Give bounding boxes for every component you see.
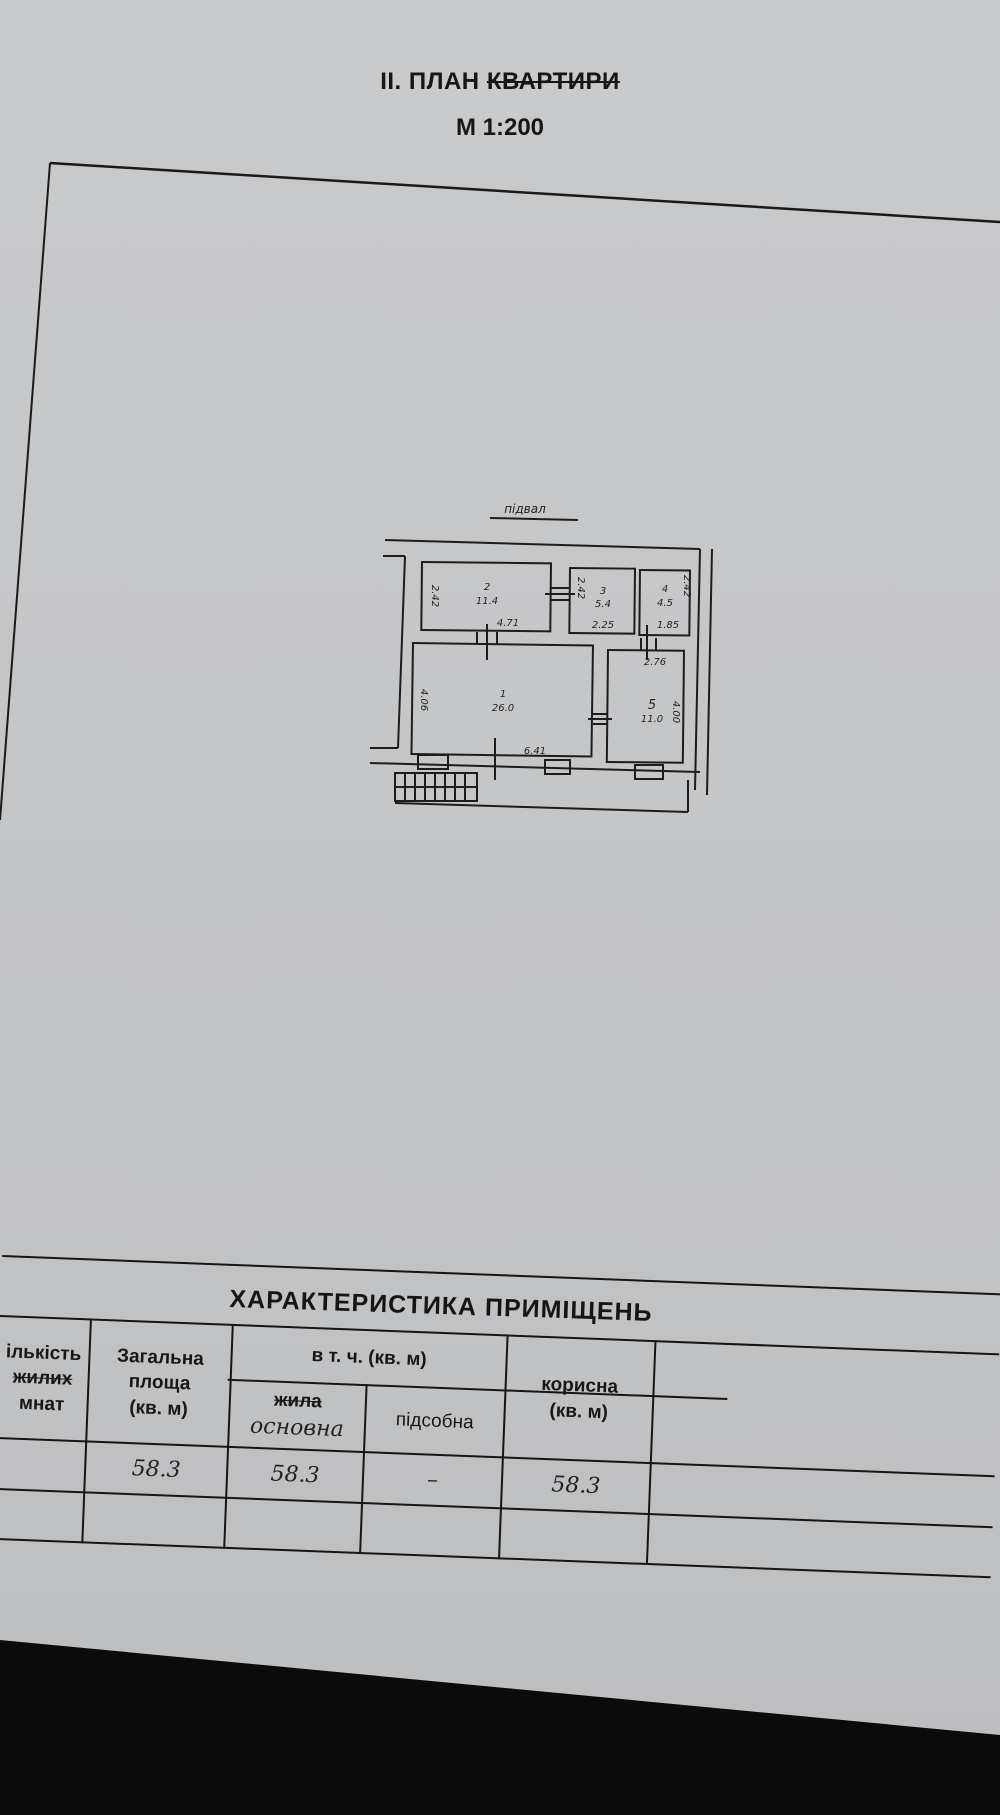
title-prefix: ІІ. ПЛАН <box>380 68 480 95</box>
header-total-area-line2: площа <box>128 1371 191 1395</box>
room-1-area: 26.0 <box>492 703 514 714</box>
header-main-struck: жила <box>273 1389 323 1413</box>
room-1-number: 1 <box>500 689 506 700</box>
row2-rooms-count <box>0 1490 83 1541</box>
room-3-area: 5.4 <box>595 599 611 610</box>
row2-auxiliary-area <box>361 1504 500 1557</box>
room-2-width: 4.71 <box>497 618 519 629</box>
header-useful-line1: корисна <box>540 1374 619 1399</box>
row1-useful-area: 58.3 <box>550 1471 601 1499</box>
scale-label: М 1:200 <box>455 114 545 141</box>
room-5-number: 5 <box>648 698 656 713</box>
drawing-frame <box>0 161 1000 821</box>
header-total-area-line1: Загальна <box>116 1345 205 1370</box>
room-2-area: 11.4 <box>476 596 498 607</box>
room-1-width: 6.41 <box>524 746 546 757</box>
room-5-width: 2.76 <box>644 657 666 668</box>
row1-auxiliary-area: – <box>426 1467 439 1493</box>
header-rooms-count-line1: ількість <box>5 1340 82 1365</box>
outside-label: підвал <box>504 502 546 516</box>
header-useful-area: корисна (кв. м) <box>504 1337 654 1463</box>
row2-main-area <box>225 1499 361 1552</box>
room-4-number: 4 <box>662 584 668 595</box>
title-struck-word: КВАРТИРИ <box>486 68 620 95</box>
page-title: ІІ. ПЛАН КВАРТИРИ <box>0 68 1000 96</box>
room-4-width: 1.85 <box>657 620 679 631</box>
row1-main-area: 58.3 <box>270 1461 321 1489</box>
header-including: в т. ч. (кв. м) <box>311 1344 428 1371</box>
header-main-area: жила основна <box>229 1381 365 1451</box>
room-4-height: 2.42 <box>681 575 692 597</box>
header-main-handwritten: основна <box>249 1414 345 1443</box>
room-1-height: 4.06 <box>418 689 429 711</box>
room-2-height: 2.42 <box>429 585 440 607</box>
row1-total-area: 58.3 <box>131 1455 182 1483</box>
room-3-width: 2.25 <box>592 620 614 631</box>
row1-rooms-count <box>0 1439 85 1491</box>
room-4-area: 4.5 <box>657 598 673 609</box>
header-auxiliary-area: підсобна <box>395 1408 475 1433</box>
row2-total-area <box>83 1493 225 1546</box>
document-page <box>0 0 1000 1735</box>
header-useful-line2: (кв. м) <box>549 1400 609 1424</box>
header-total-area: Загальна площа (кв. м) <box>87 1321 232 1446</box>
header-total-area-line3: (кв. м) <box>128 1396 189 1421</box>
room-5-area: 11.0 <box>641 714 663 725</box>
row2-useful-area <box>500 1509 648 1563</box>
room-2-number: 2 <box>484 582 490 593</box>
header-rooms-count: ількість жилих мнат <box>0 1317 90 1440</box>
floor-plan: підвал 2 11.4 4.71 2.42 3 5.4 2.25 2.42 … <box>369 502 713 813</box>
room-3-number: 3 <box>600 586 606 597</box>
room-5-height: 4.00 <box>670 701 681 723</box>
header-rooms-count-struck: жилих <box>12 1366 73 1390</box>
header-rooms-count-line3: мнат <box>18 1392 65 1416</box>
room-3-height: 2.42 <box>575 577 586 599</box>
